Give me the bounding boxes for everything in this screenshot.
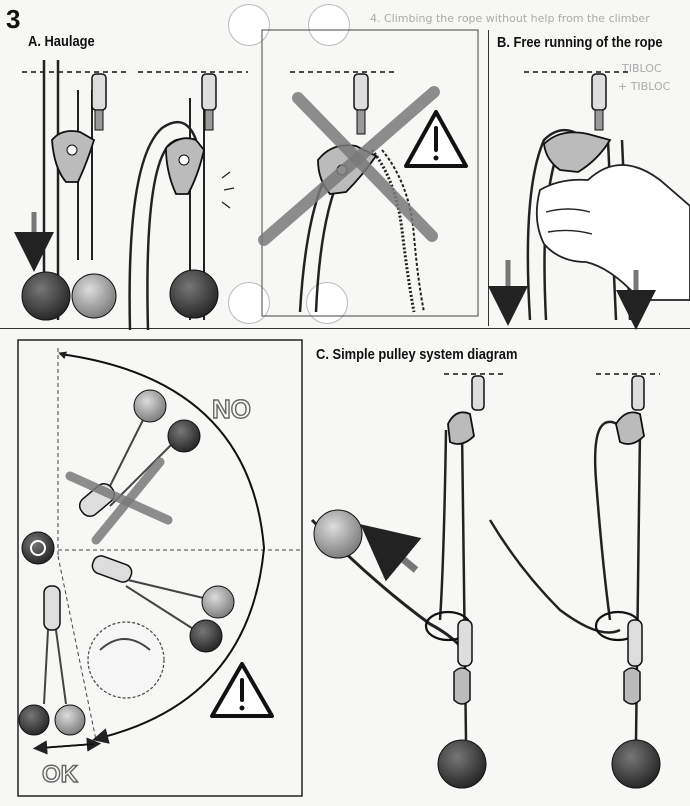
binder-hole-4	[306, 282, 348, 324]
binder-hole-3	[228, 282, 270, 324]
binder-hole-2	[308, 4, 350, 46]
no-label: NO	[212, 394, 251, 424]
panel-b-illustration	[488, 71, 690, 330]
ghost-corner-text-1: TIBLOC	[622, 62, 662, 75]
panel-a-illustration	[14, 60, 248, 331]
panel-c-illustration	[310, 373, 661, 789]
section-b-title: B. Free running of the rope	[497, 34, 663, 51]
panel-wrong-use-illustration	[258, 29, 479, 317]
ghost-header-text: 4. Climbing the rope without help from t…	[370, 12, 650, 25]
divider-horizontal	[0, 328, 690, 329]
ok-label: OK	[42, 761, 79, 788]
angle-panel-illustration	[17, 339, 303, 797]
divider-vertical	[488, 30, 489, 326]
section-a-title: A. Haulage	[28, 33, 95, 50]
warning-triangle-icon	[404, 110, 468, 168]
binder-hole-1	[228, 4, 270, 46]
section-c-title: C. Simple pulley system diagram	[316, 346, 518, 363]
warning-triangle-icon-2	[210, 662, 274, 718]
step-number: 3	[6, 4, 21, 34]
ghost-corner-text-2: + TIBLOC	[618, 80, 671, 93]
